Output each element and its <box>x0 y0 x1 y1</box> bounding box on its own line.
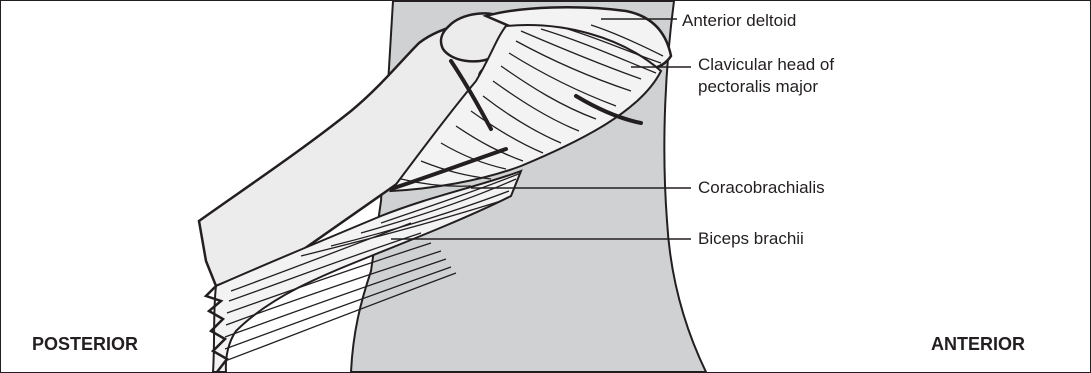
label-biceps-brachii: Biceps brachii <box>698 228 804 249</box>
label-anterior-deltoid: Anterior deltoid <box>682 10 796 31</box>
orientation-posterior: POSTERIOR <box>32 334 138 355</box>
label-coracobrachialis: Coracobrachialis <box>698 177 825 198</box>
label-clavicular-head-line2: pectoralis major <box>698 76 818 97</box>
label-clavicular-head-line1: Clavicular head of <box>698 54 834 75</box>
orientation-anterior: ANTERIOR <box>931 334 1025 355</box>
